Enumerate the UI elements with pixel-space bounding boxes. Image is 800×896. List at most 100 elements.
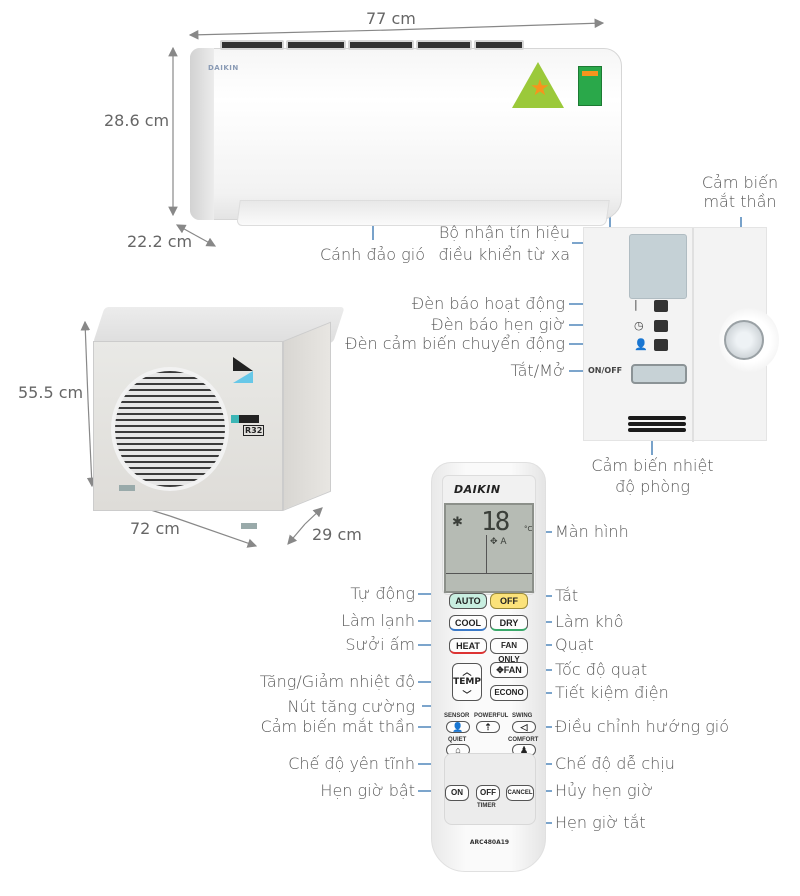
temp-up-icon[interactable]: ︿ (462, 668, 472, 678)
lcd-temperature: 18 (481, 507, 510, 537)
outdoor-foot (241, 523, 257, 529)
timer-lamp-label: Đèn báo hẹn giờ (431, 315, 565, 334)
outdoor-depth-label: 29 cm (312, 525, 362, 544)
refrigerant-badge: R32 (243, 425, 265, 436)
powerful-text: POWERFUL (474, 713, 509, 719)
cool-button[interactable]: COOL (449, 615, 487, 631)
dry-button[interactable]: DRY (490, 615, 528, 631)
timer-cancel-label: Hủy hẹn giờ (555, 781, 654, 800)
inverter-badge (231, 415, 259, 423)
temp-down-icon[interactable]: ﹀ (462, 691, 472, 701)
sensor-text: SENSOR (444, 713, 470, 719)
timer-on-button[interactable]: ON (445, 785, 469, 801)
timer-text: TIMER (477, 803, 496, 809)
fan-only-label: Quạt (555, 635, 594, 654)
receiver-label-2: điều khiển từ xa (438, 245, 570, 264)
timer-off-button[interactable]: OFF (476, 785, 500, 801)
powerful-label: Nút tăng cường (287, 697, 415, 716)
auto-button[interactable]: AUTO (449, 593, 487, 609)
motion-person-icon: 👤 (634, 338, 648, 351)
auto-label: Tự động (350, 584, 415, 603)
temp-label: TEMP (453, 677, 481, 687)
powerful-button[interactable]: ⇡ (476, 721, 500, 733)
outdoor-foot (119, 485, 135, 491)
lcd-divider (446, 573, 532, 574)
fan-grille (111, 367, 229, 491)
swing-button[interactable]: ◁ (512, 721, 536, 733)
onoff-text: ON/OFF (588, 366, 623, 375)
comfort-icon: ♟ (519, 745, 529, 755)
onoff-label: Tắt/Mở (510, 361, 565, 380)
remote-brand: DAIKIN (454, 483, 501, 496)
swing-label: Điều chỉnh hướng gió (555, 717, 730, 736)
indoor-brand-logo: DAIKIN (208, 64, 239, 72)
lcd-divider (486, 535, 487, 573)
outdoor-unit: R32 (93, 307, 345, 529)
timer-lamp (654, 320, 668, 332)
timer-on-label: Hẹn giờ bật (320, 781, 415, 800)
sensor-label: Cảm biến mắt thần (260, 717, 415, 736)
cool-label: Làm lạnh (341, 611, 415, 630)
remote-control: DAIKIN ✱ 18 °C ✥ A AUTO OFF COOL DRY HEA… (431, 462, 546, 872)
air-intake-vent (416, 40, 472, 50)
outdoor-unit-side (283, 321, 331, 511)
star-icon: ★ (530, 76, 550, 101)
timer-cancel-button[interactable]: CANCEL (506, 785, 534, 801)
comfort-text: COMFORT (508, 737, 539, 743)
indoor-unit: DAIKIN ★ (190, 40, 622, 228)
air-intake-vent (286, 40, 346, 50)
fan-auto-icon: ✥ A (490, 537, 507, 547)
indoor-unit-side (190, 48, 214, 220)
swing-text: SWING (512, 713, 533, 719)
off-label: Tắt (555, 586, 579, 605)
room-temp-sensor-label-2: độ phòng (615, 477, 690, 496)
remote-receiver-window (629, 234, 687, 299)
operation-icon: | (634, 298, 638, 311)
eye-sensor (724, 320, 764, 360)
indoor-width-label: 77 cm (366, 9, 416, 28)
flap-label: Cánh đảo gió (320, 245, 426, 264)
indoor-depth-label: 22.2 cm (127, 232, 193, 251)
screen-label: Màn hình (555, 522, 629, 541)
comfort-label: Chế độ dễ chịu (555, 754, 675, 773)
quiet-label: Chế độ yên tĩnh (288, 754, 415, 773)
remote-lcd-screen: ✱ 18 °C ✥ A (444, 503, 534, 593)
eye-sensor-label-2: mắt thần (703, 192, 777, 211)
operation-lamp (654, 300, 668, 312)
operation-lamp-label: Đèn báo hoạt động (411, 294, 565, 313)
energy-saving-triangle-icon (512, 62, 564, 108)
indoor-control-panel: | ◷ 👤 ON/OFF (583, 227, 779, 442)
temp-button[interactable]: ︿ TEMP ﹀ (452, 663, 482, 701)
fan-speed-button[interactable]: ✥FAN (490, 662, 528, 678)
quiet-icon: ⌂ (455, 745, 461, 755)
quiet-text: QUIET (448, 737, 467, 743)
off-button[interactable]: OFF (490, 593, 528, 609)
heat-button[interactable]: HEAT (449, 638, 487, 654)
eye-sensor-label-1: Cảm biến (701, 173, 779, 192)
air-intake-vent (220, 40, 284, 50)
fan-only-button[interactable]: FAN ONLY (490, 638, 528, 664)
timer-off-label: Hẹn giờ tắt (555, 813, 646, 832)
heat-label: Sưởi ấm (345, 635, 415, 654)
econo-button[interactable]: ECONO (490, 685, 528, 701)
air-intake-vent (474, 40, 524, 50)
sensor-button[interactable]: 👤 (446, 721, 470, 733)
temp-sensor-grill (628, 422, 686, 426)
energy-rating-label (578, 66, 602, 106)
temp-sensor-grill (628, 428, 686, 432)
motion-lamp-label: Đèn cảm biến chuyển động (345, 334, 565, 353)
air-intake-vent (348, 40, 414, 50)
motion-lamp (654, 339, 668, 351)
outdoor-width-label: 72 cm (130, 519, 180, 538)
dry-label: Làm khô (555, 612, 624, 631)
temp-label: Tăng/Giảm nhiệt độ (259, 672, 415, 691)
room-temp-sensor-label-1: Cảm biến nhiệt (591, 456, 714, 475)
temp-sensor-grill (628, 416, 686, 420)
daikin-logo-icon (233, 357, 253, 371)
indoor-height-label: 28.6 cm (104, 111, 170, 130)
clock-icon: ◷ (634, 319, 644, 332)
panel-divider (692, 228, 694, 442)
onoff-button[interactable] (631, 364, 687, 384)
cool-mode-icon: ✱ (452, 515, 463, 530)
econo-label: Tiết kiệm điện (555, 683, 669, 702)
